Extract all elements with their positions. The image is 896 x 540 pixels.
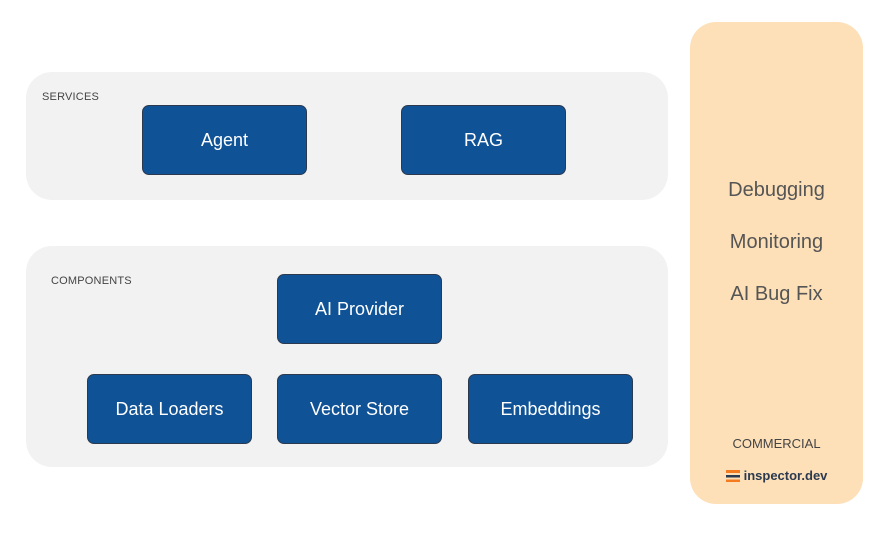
brand: inspector.dev <box>690 468 863 483</box>
components-panel: COMPONENTS AI Provider Data Loaders Vect… <box>26 246 668 467</box>
ai-provider-box: AI Provider <box>277 274 442 344</box>
embeddings-box: Embeddings <box>468 374 633 444</box>
services-label: SERVICES <box>42 91 100 103</box>
vector-store-box: Vector Store <box>277 374 442 444</box>
brand-name: inspector.dev <box>743 468 828 483</box>
feature-ai-bug-fix: AI Bug Fix <box>730 283 823 305</box>
feature-debugging: Debugging <box>728 179 825 201</box>
feature-monitoring: Monitoring <box>729 231 824 253</box>
inspector-logo-icon <box>725 469 740 483</box>
commercial-label: COMMERCIAL <box>732 436 821 451</box>
components-label: COMPONENTS <box>51 275 132 287</box>
rag-box: RAG <box>401 105 566 175</box>
agent-box: Agent <box>142 105 307 175</box>
data-loaders-box: Data Loaders <box>87 374 252 444</box>
commercial-panel: Debugging Monitoring AI Bug Fix COMMERCI… <box>690 22 863 504</box>
services-panel: SERVICES Agent RAG <box>26 72 668 200</box>
